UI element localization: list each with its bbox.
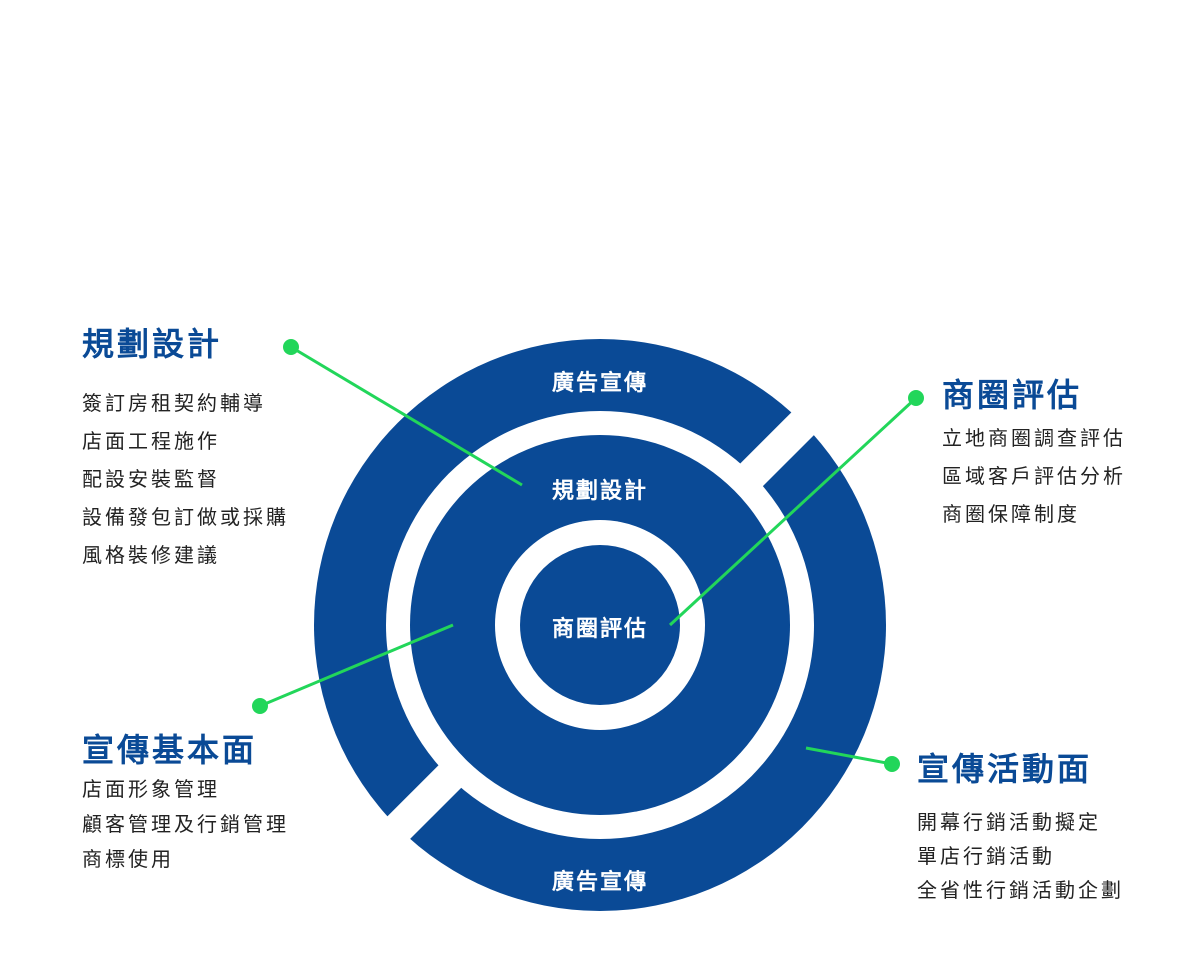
list-item: 全省性行銷活動企劃 bbox=[917, 878, 1124, 902]
connector-line bbox=[805, 746, 893, 766]
list-item: 簽訂房租契約輔導 bbox=[82, 391, 266, 415]
list-item: 商標使用 bbox=[82, 847, 174, 871]
list-item: 配設安裝監督 bbox=[82, 467, 220, 491]
list-item: 區域客戶評估分析 bbox=[942, 464, 1126, 488]
connector-dot bbox=[884, 756, 900, 772]
connector-line bbox=[668, 396, 918, 627]
list-item: 設備發包訂做或採購 bbox=[82, 505, 289, 529]
list-item: 店面工程施作 bbox=[82, 429, 220, 453]
connector-dot bbox=[252, 698, 268, 714]
promo-events-title: 宣傳活動面 bbox=[917, 750, 1093, 788]
list-item: 開幕行銷活動擬定 bbox=[917, 810, 1101, 834]
list-item: 店面形象管理 bbox=[82, 777, 220, 801]
inner-label: 商圈評估 bbox=[552, 616, 648, 642]
inner-disc bbox=[520, 545, 680, 705]
planning-title: 規劃設計 bbox=[82, 325, 223, 363]
promo-basic-block: 宣傳基本面 店面形象管理 顧客管理及行銷管理 商標使用 bbox=[82, 730, 289, 877]
list-item: 立地商圈調查評估 bbox=[942, 426, 1126, 450]
middle-label: 規劃設計 bbox=[552, 478, 648, 504]
list-item: 商圈保障制度 bbox=[942, 502, 1080, 526]
planning-block: 規劃設計 簽訂房租契約輔導 店面工程施作 配設安裝監督 設備發包訂做或採購 風格… bbox=[82, 324, 289, 574]
outer-bottom-label: 廣告宣傳 bbox=[552, 869, 648, 895]
connector-dot bbox=[908, 390, 924, 406]
list-item: 顧客管理及行銷管理 bbox=[82, 812, 289, 836]
outer-top-label: 廣告宣傳 bbox=[552, 370, 648, 396]
list-item: 風格裝修建議 bbox=[82, 543, 220, 567]
promo-events-block: 宣傳活動面 開幕行銷活動擬定 單店行銷活動 全省性行銷活動企劃 bbox=[917, 749, 1124, 907]
trade-area-title: 商圈評估 bbox=[942, 376, 1083, 414]
list-item: 單店行銷活動 bbox=[917, 844, 1055, 868]
connector-line bbox=[290, 345, 523, 487]
trade-area-block: 商圈評估 立地商圈調查評估 區域客戶評估分析 商圈保障制度 bbox=[942, 375, 1126, 533]
connector-dot bbox=[283, 339, 299, 355]
promo-basic-title: 宣傳基本面 bbox=[82, 731, 258, 769]
connector-line bbox=[259, 623, 454, 708]
